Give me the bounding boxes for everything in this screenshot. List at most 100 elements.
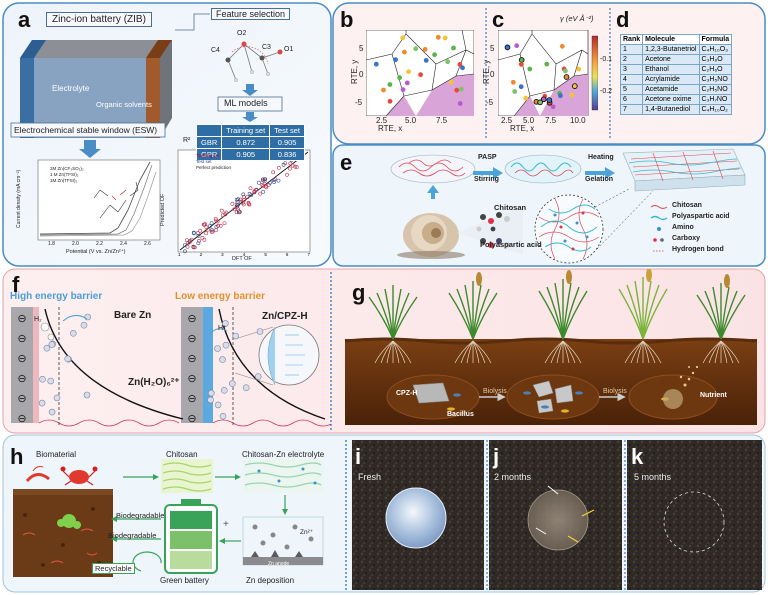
photo-j-caption: 2 months bbox=[494, 472, 532, 482]
biodegradable-label-1: Biodegradable bbox=[116, 511, 165, 520]
parity-point bbox=[204, 231, 209, 236]
b-xtick-1: 2.5 bbox=[376, 116, 388, 125]
svg-text:+: + bbox=[223, 519, 229, 530]
zn-anode-label: Zn anode bbox=[268, 561, 290, 567]
map-point bbox=[442, 35, 448, 41]
map-point bbox=[569, 92, 575, 98]
pasp-label: PASP bbox=[478, 154, 497, 161]
map-point bbox=[400, 35, 406, 41]
plant bbox=[618, 269, 668, 364]
parity-point bbox=[182, 243, 187, 248]
parity-point bbox=[239, 199, 244, 204]
parity-legend-3: Perfect prediction bbox=[196, 165, 232, 170]
map-point bbox=[518, 61, 524, 67]
map-point bbox=[537, 99, 543, 106]
zn-hydrate-label: Zn(H₂O)₆²⁺ bbox=[128, 377, 180, 388]
parity-point bbox=[241, 192, 246, 197]
lsv-ylabel: Current density (mA cm⁻²) bbox=[16, 169, 22, 228]
map-point bbox=[445, 59, 451, 65]
chitosan-zn-electrolyte-label: Chitosan-Zn electrolyte bbox=[242, 450, 325, 459]
parity-point bbox=[196, 233, 201, 238]
parity-point bbox=[195, 231, 200, 235]
parity-point bbox=[290, 163, 295, 168]
lsv-legend-2: 1 M Zn(TFSI)₂ bbox=[50, 172, 79, 177]
map-point bbox=[563, 68, 568, 74]
map-point bbox=[451, 45, 456, 51]
parity-point bbox=[191, 231, 196, 236]
map-point bbox=[540, 96, 547, 103]
parity-point bbox=[219, 208, 224, 213]
b-ytick-3: -5 bbox=[355, 98, 363, 107]
hydrated-ion bbox=[53, 394, 61, 402]
parity-point bbox=[188, 239, 193, 243]
hydrated-ion bbox=[229, 380, 236, 387]
parity-point bbox=[238, 210, 242, 214]
parity-point bbox=[238, 197, 243, 202]
photo-k bbox=[627, 440, 762, 590]
c-ytick-2: 0 bbox=[490, 70, 495, 79]
map-point bbox=[518, 57, 525, 63]
panel-g-graphics bbox=[344, 269, 758, 425]
hydrated-ion bbox=[208, 389, 215, 397]
parity-point bbox=[287, 166, 292, 171]
parity-point bbox=[218, 223, 223, 228]
colorbar-title: γ (eV Å⁻²) bbox=[560, 14, 594, 23]
hydrated-ion bbox=[222, 320, 229, 327]
parity-point bbox=[214, 218, 219, 223]
map-point bbox=[448, 79, 454, 85]
parity-point bbox=[285, 172, 289, 177]
lsv-tick-2: 2.0 bbox=[72, 241, 79, 247]
map-point bbox=[432, 52, 437, 58]
panel-b-xlabel: RTE, x bbox=[378, 124, 403, 133]
ml-models-label: ML models bbox=[224, 98, 268, 108]
minus-icon: ⊖ bbox=[17, 412, 27, 425]
map-point bbox=[404, 80, 410, 86]
map-point bbox=[435, 34, 441, 40]
panel-j-label: j bbox=[493, 444, 500, 469]
right-minus-column: ⊖⊖⊖⊖⊖⊖ bbox=[182, 308, 202, 428]
photo-i-caption: Fresh bbox=[358, 472, 382, 482]
parity-point bbox=[261, 183, 266, 188]
parity-ylabel: Predicted OF bbox=[160, 193, 166, 226]
parity-xlabel: DFT OF bbox=[232, 256, 252, 262]
hydrated-ion bbox=[39, 375, 46, 383]
map-point bbox=[454, 87, 460, 93]
hydrated-ion bbox=[48, 408, 56, 416]
nutrient-label: Nutrient bbox=[700, 392, 727, 399]
hydrated-ion bbox=[242, 384, 250, 391]
lsv-tick-4: 2.4 bbox=[120, 241, 127, 247]
zn2-label: Zn²⁺ bbox=[300, 529, 314, 536]
minus-icon: ⊖ bbox=[187, 312, 197, 325]
r2-label: R² bbox=[183, 137, 191, 144]
map-point bbox=[400, 87, 406, 92]
parity-point bbox=[263, 177, 268, 182]
map-point bbox=[514, 43, 520, 49]
parity-point bbox=[234, 202, 239, 207]
parity-point bbox=[214, 228, 218, 233]
feature-selection-label: Feature selection bbox=[211, 8, 291, 20]
parity-point bbox=[220, 213, 225, 218]
parity-point bbox=[260, 182, 265, 187]
polyaspartic-label: Polyaspartic acid bbox=[480, 240, 542, 249]
legend-hydrogen-bond: Hydrogen bond bbox=[672, 246, 724, 253]
parity-point bbox=[198, 228, 203, 233]
hydrated-ion bbox=[219, 356, 226, 363]
panel-e-label: e bbox=[340, 150, 353, 175]
atom-c3: C3 bbox=[262, 44, 271, 51]
biodegradable-label-2: Biodegradable bbox=[108, 531, 157, 540]
hydrated-ion bbox=[48, 341, 56, 348]
parity-point bbox=[223, 212, 228, 217]
cpz-h-label: CPZ-H bbox=[396, 390, 418, 397]
green-battery-label: Green battery bbox=[160, 576, 209, 585]
left-minus-column: ⊖⊖⊖⊖⊖⊖ bbox=[12, 308, 32, 428]
map-point bbox=[558, 93, 563, 99]
parity-point bbox=[232, 207, 237, 212]
parity-point bbox=[230, 201, 235, 206]
hydrated-ion bbox=[70, 330, 77, 337]
map-point bbox=[546, 97, 553, 103]
parity-point bbox=[253, 188, 258, 192]
